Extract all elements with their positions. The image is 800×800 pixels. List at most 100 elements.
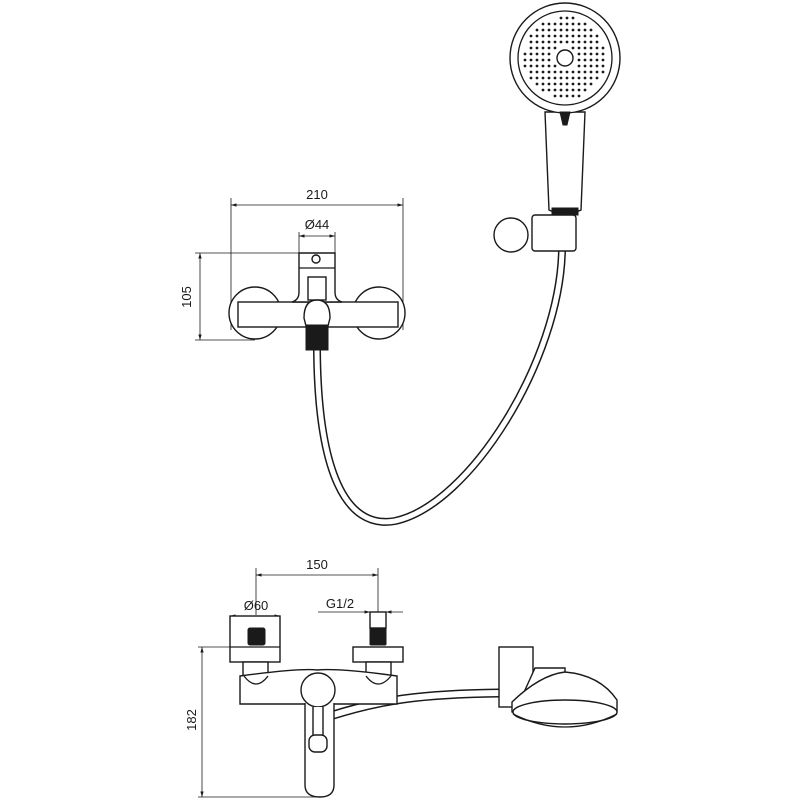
nozzle-dot <box>589 76 593 80</box>
nozzle-dot <box>547 52 551 56</box>
mixer-body-front <box>239 668 398 798</box>
nozzle-dot <box>583 88 587 92</box>
nozzle-dot <box>565 82 569 86</box>
nozzle-dot <box>547 46 551 50</box>
nozzle-dot <box>523 52 527 56</box>
nozzle-dot <box>577 64 581 68</box>
nozzle-dot <box>553 82 557 86</box>
nozzle-dot <box>577 34 581 38</box>
nozzle-dot <box>571 28 575 32</box>
nozzle-dot <box>547 34 551 38</box>
nozzle-dot <box>577 82 581 86</box>
nozzle-dot <box>595 46 599 50</box>
nozzle-dot <box>583 58 587 62</box>
nozzle-dot <box>547 76 551 80</box>
nozzle-dot <box>547 70 551 74</box>
dimension-flange-diameter-label: Ø60 <box>244 598 269 613</box>
nozzle-dot <box>565 94 569 98</box>
holder-knob <box>493 217 529 253</box>
nozzle-dot <box>577 40 581 44</box>
nozzle-dot <box>523 58 527 62</box>
nozzle-dot <box>541 88 545 92</box>
nozzle-dot <box>559 40 563 44</box>
dimension-thread: G1/2 <box>318 596 403 614</box>
nozzle-dot <box>595 52 599 56</box>
nozzle-dot <box>559 88 563 92</box>
nozzle-dot <box>553 28 557 32</box>
nozzle-dot <box>583 52 587 56</box>
mixer-body-top <box>228 252 406 351</box>
nozzle-dot <box>571 34 575 38</box>
nozzle-dot <box>559 94 563 98</box>
nozzle-dot <box>553 88 557 92</box>
nozzle-dot <box>535 82 539 86</box>
nozzle-dot <box>559 70 563 74</box>
nozzle-dot <box>583 82 587 86</box>
nozzle-dot <box>541 34 545 38</box>
nozzle-dot <box>595 34 599 38</box>
nozzle-dot <box>535 70 539 74</box>
nozzle-dot <box>595 70 599 74</box>
nozzle-dot <box>535 64 539 68</box>
front-view: 150 Ø60 G1/2 182 <box>184 557 618 798</box>
nozzle-dot <box>577 94 581 98</box>
lever-handle <box>300 672 336 708</box>
nozzle-dot <box>583 34 587 38</box>
nozzle-dot <box>553 22 557 26</box>
nozzle-dot <box>535 34 539 38</box>
nozzle-dot <box>529 40 533 44</box>
nozzle-dot <box>571 76 575 80</box>
nozzle-dot <box>571 46 575 50</box>
nozzle-dot <box>529 34 533 38</box>
nozzle-dot <box>541 76 545 80</box>
nozzle-dot <box>595 58 599 62</box>
nozzle-dot <box>535 40 539 44</box>
nozzle-dot <box>535 28 539 32</box>
nozzle-dot <box>547 88 551 92</box>
nozzle-dot <box>559 34 563 38</box>
nozzle-dot <box>577 46 581 50</box>
nozzle-dot <box>571 22 575 26</box>
nozzle-dot <box>529 76 533 80</box>
nozzle-dot <box>535 76 539 80</box>
dimension-flange-diameter: Ø60 <box>230 598 280 618</box>
nozzle-dot <box>529 64 533 68</box>
nozzle-dot <box>571 82 575 86</box>
nozzle-dot <box>529 46 533 50</box>
nozzle-dot <box>577 22 581 26</box>
nozzle-dot <box>601 58 605 62</box>
nozzle-dot <box>541 52 545 56</box>
nozzle-dot <box>523 64 527 68</box>
nozzle-dot <box>595 76 599 80</box>
nozzle-dot <box>571 94 575 98</box>
top-view: 210 Ø44 105 <box>179 2 621 526</box>
nozzle-dot <box>589 28 593 32</box>
nozzle-dot <box>547 22 551 26</box>
dimension-height: 105 <box>179 252 300 341</box>
nozzle-dot <box>559 28 563 32</box>
nozzle-dot <box>565 70 569 74</box>
nozzle-dot <box>571 40 575 44</box>
nozzle-dot <box>583 70 587 74</box>
nozzle-dot <box>541 22 545 26</box>
nozzle-dot <box>589 34 593 38</box>
nozzle-dot <box>553 40 557 44</box>
spray-nozzles <box>523 16 605 98</box>
nozzle-dot <box>565 34 569 38</box>
nozzle-dot <box>529 52 533 56</box>
nozzle-dot <box>547 58 551 62</box>
shower-head-front <box>498 646 618 728</box>
dimension-depth: 182 <box>184 646 320 798</box>
nozzle-dot <box>541 82 545 86</box>
nozzle-dot <box>547 40 551 44</box>
dimension-handle-diameter: Ø44 <box>298 217 336 254</box>
nozzle-dot <box>547 82 551 86</box>
nozzle-dot <box>553 46 557 50</box>
dimension-centers: 150 <box>255 557 379 615</box>
nozzle-dot <box>601 70 605 74</box>
nozzle-dot <box>577 28 581 32</box>
nozzle-dot <box>547 28 551 32</box>
nozzle-dot <box>547 64 551 68</box>
nozzle-dot <box>583 64 587 68</box>
dimension-handle-diameter-label: Ø44 <box>305 217 330 232</box>
